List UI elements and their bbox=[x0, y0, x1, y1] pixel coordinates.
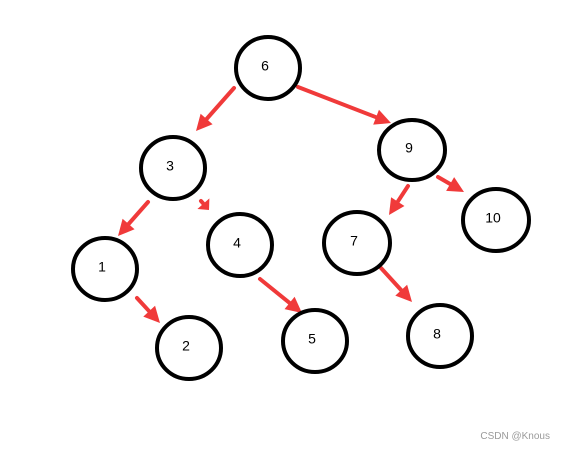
edge-3-1 bbox=[118, 200, 150, 236]
node-9: 9 bbox=[377, 118, 447, 182]
node-label: 4 bbox=[233, 235, 241, 251]
node-circle bbox=[71, 236, 139, 302]
edge-line bbox=[135, 296, 153, 315]
node-4: 4 bbox=[206, 212, 274, 278]
arrowhead-icon bbox=[118, 218, 135, 236]
edge-line bbox=[394, 184, 410, 206]
watermark: CSDN @Knous bbox=[480, 431, 550, 442]
edge-line bbox=[436, 175, 454, 188]
arrowhead-icon bbox=[389, 197, 405, 215]
arrowhead-icon bbox=[446, 177, 464, 192]
arrowhead-icon bbox=[395, 284, 412, 302]
node-label: 8 bbox=[433, 326, 441, 342]
node-circle bbox=[322, 210, 392, 276]
nodes-layer: 6 3 9 1 4 7 10 2 5 8 bbox=[71, 35, 531, 381]
edge-6-3 bbox=[196, 86, 236, 131]
node-label: 5 bbox=[308, 331, 316, 347]
edge-line bbox=[203, 86, 236, 123]
node-6: 6 bbox=[234, 35, 302, 101]
edges-layer bbox=[118, 85, 464, 323]
node-3: 3 bbox=[139, 135, 207, 201]
node-label: 1 bbox=[98, 259, 106, 275]
node-circle bbox=[206, 212, 274, 278]
node-7: 7 bbox=[322, 210, 392, 276]
node-10: 10 bbox=[461, 187, 531, 253]
node-8: 8 bbox=[406, 303, 474, 369]
edge-line bbox=[125, 200, 150, 228]
edge-9-10 bbox=[436, 175, 464, 192]
node-label: 3 bbox=[166, 158, 174, 174]
arrowhead-icon bbox=[196, 113, 213, 131]
node-5: 5 bbox=[281, 308, 349, 374]
node-circle bbox=[377, 118, 447, 182]
edge-line bbox=[258, 277, 294, 307]
edge-4-5 bbox=[258, 277, 302, 313]
node-circle bbox=[155, 315, 223, 381]
node-label: 2 bbox=[182, 338, 190, 354]
node-label: 7 bbox=[350, 233, 358, 249]
edge-1-2 bbox=[135, 296, 160, 323]
edge-3-4 bbox=[197, 198, 210, 210]
node-label: 9 bbox=[405, 140, 413, 156]
node-label: 6 bbox=[261, 58, 269, 74]
arrowhead-icon bbox=[373, 109, 391, 125]
node-label: 10 bbox=[485, 210, 501, 226]
node-circle bbox=[281, 308, 349, 374]
edge-line bbox=[296, 85, 380, 120]
node-1: 1 bbox=[71, 236, 139, 302]
node-circle bbox=[234, 35, 302, 101]
edge-line bbox=[379, 266, 405, 294]
edge-9-7 bbox=[389, 184, 410, 215]
edge-6-9 bbox=[296, 85, 391, 125]
arrowhead-icon bbox=[197, 198, 210, 210]
node-circle bbox=[461, 187, 531, 253]
node-circle bbox=[139, 135, 207, 201]
edge-7-8 bbox=[379, 266, 412, 302]
arrowhead-icon bbox=[284, 296, 302, 313]
arrowhead-icon bbox=[143, 305, 160, 323]
node-2: 2 bbox=[155, 315, 223, 381]
node-circle bbox=[406, 303, 474, 369]
